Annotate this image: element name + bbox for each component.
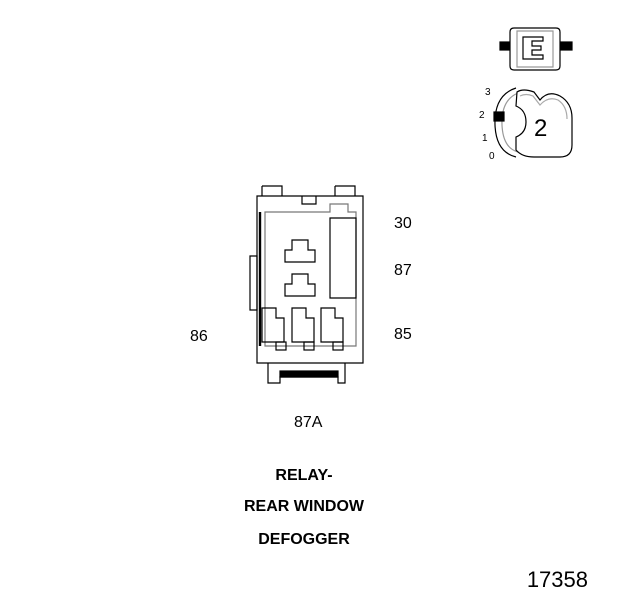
relay-connector-face — [249, 185, 364, 384]
pin-label-30: 30 — [394, 215, 412, 232]
figure-number: 17358 — [526, 567, 588, 592]
caption-line-3: DEFOGGER — [258, 531, 350, 548]
pin-label-85: 85 — [394, 326, 412, 343]
position-number-1: 1 — [482, 133, 488, 144]
connector-position-icon — [493, 87, 573, 158]
pin-label-87a: 87A — [294, 414, 323, 431]
position-number-2: 2 — [479, 110, 485, 121]
pin-label-87: 87 — [394, 262, 412, 279]
position-number-0: 0 — [489, 151, 495, 162]
caption-line-2: REAR WINDOW — [244, 498, 364, 515]
caption-line-1: RELAY- — [275, 467, 333, 484]
connector-side-icon — [499, 27, 573, 71]
position-number-3: 3 — [485, 87, 491, 98]
pin-label-86: 86 — [190, 328, 208, 345]
connector-number-label: 2 — [534, 115, 548, 142]
